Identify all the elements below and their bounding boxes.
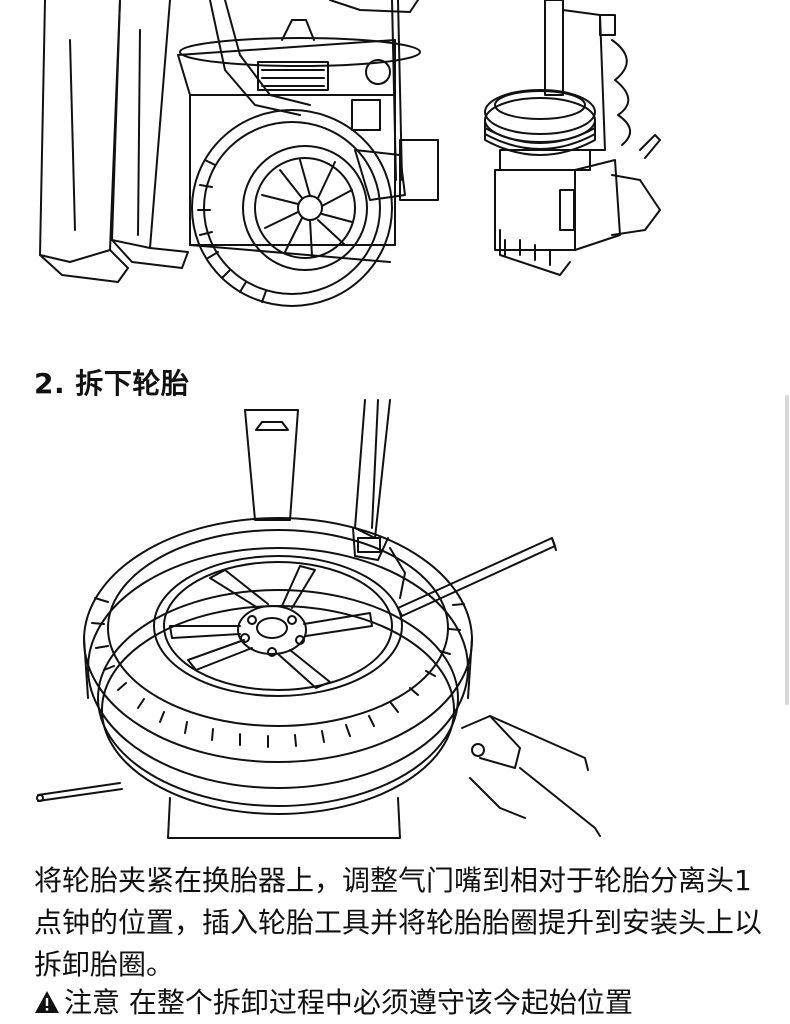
warning-icon: [35, 991, 59, 1013]
warning-text: 注意 在整个拆卸过程中必须遵守该今起始位置: [64, 986, 633, 1019]
scrollbar[interactable]: [785, 395, 789, 705]
section-title: 2. 拆下轮胎: [34, 367, 190, 400]
tire-changer-operation-illustration: [0, 0, 790, 320]
tire-removal-illustration: [0, 398, 790, 848]
warning-note: 注意 在整个拆卸过程中必须遵守该今起始位置: [34, 982, 774, 1024]
instruction-paragraph: 将轮胎夹紧在换胎器上，调整气门嘴到相对于轮胎分离头1点钟的位置，插入轮胎工具并将…: [34, 864, 763, 981]
